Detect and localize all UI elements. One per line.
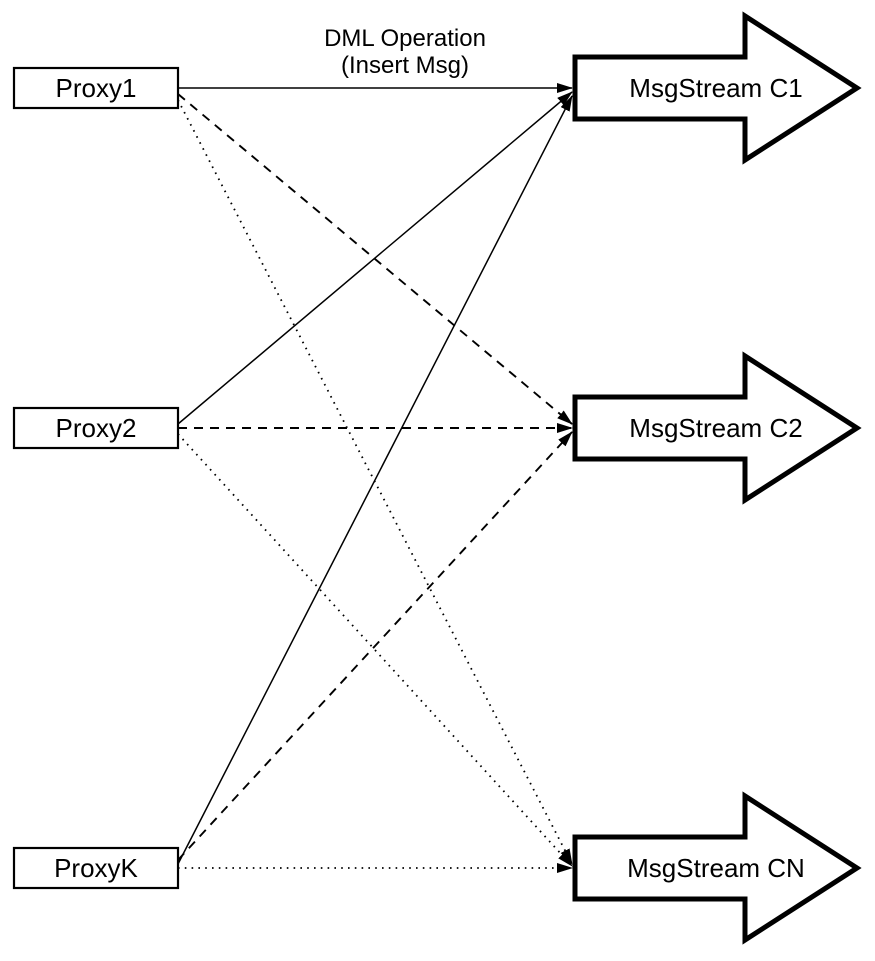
proxy2-rect (12, 406, 180, 450)
diagram-title-line2: (Insert Msg) (341, 52, 469, 79)
connection-proxy2-cn (177, 433, 573, 867)
proxy1-label: Proxy1 (56, 73, 137, 103)
diagram-title: DML Operation (Insert Msg) (324, 25, 486, 79)
msgstream-c1-label: MsgStream C1 (629, 73, 802, 103)
proxy2-box: Proxy2 (12, 406, 180, 450)
msgstream-cn-label: MsgStream CN (627, 853, 805, 883)
msgstream-c2-shape (572, 351, 862, 505)
msgstream-cn-arrow: MsgStream CN (572, 791, 862, 945)
proxyk-rect (12, 846, 180, 890)
connection-proxy1-cn (177, 99, 573, 865)
msgstream-c2-arrow: MsgStream C2 (572, 351, 862, 505)
msgstream-c2-label: MsgStream C2 (629, 413, 802, 443)
proxyk-label: ProxyK (54, 853, 138, 883)
msgstream-c1-arrow: MsgStream C1 (572, 11, 862, 165)
proxy2-label: Proxy2 (56, 413, 137, 443)
connection-proxy1-c2 (177, 93, 573, 425)
connection-proxyk-c2 (177, 431, 573, 861)
connection-proxyk-c1 (177, 95, 573, 865)
msgstream-c1-shape (572, 11, 862, 165)
proxy1-rect (12, 66, 180, 110)
msgstream-cn-shape (572, 791, 862, 945)
proxyk-box: ProxyK (12, 846, 180, 890)
proxy1-box: Proxy1 (12, 66, 180, 110)
diagram-title-line1: DML Operation (324, 25, 486, 52)
